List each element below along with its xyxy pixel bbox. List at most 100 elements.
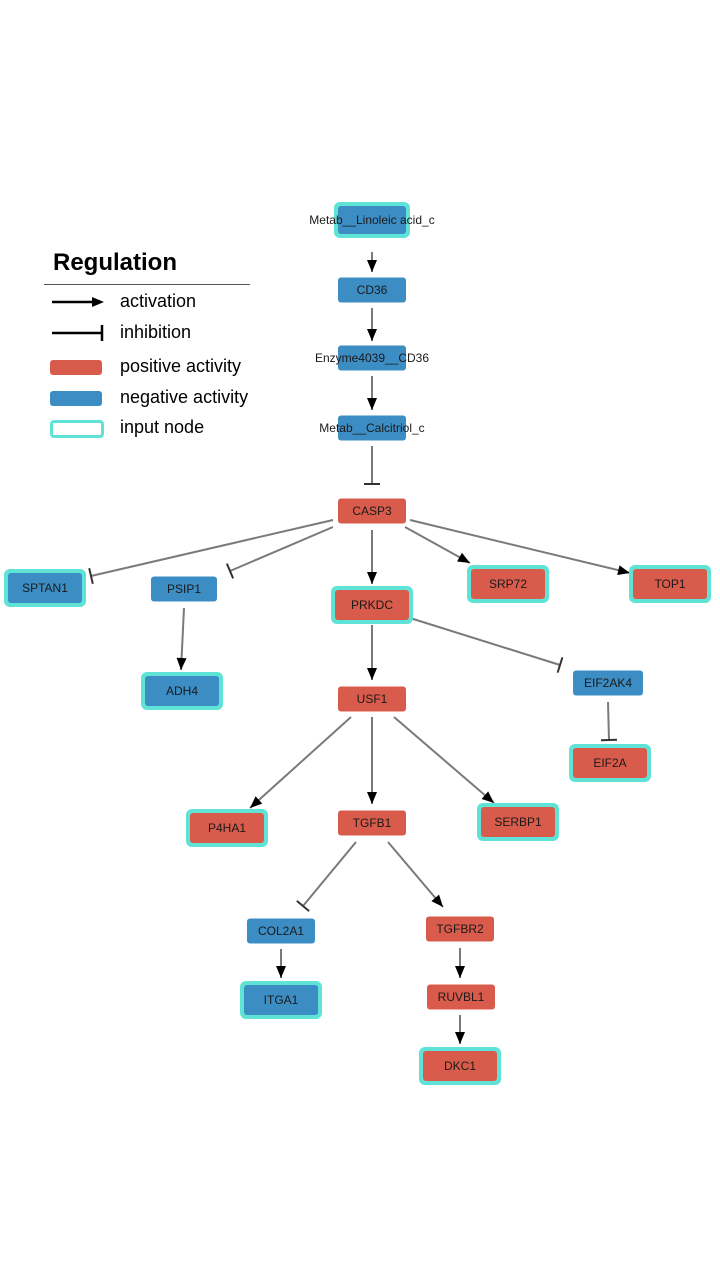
- node-srp72[interactable]: SRP72: [467, 565, 549, 603]
- node-top1[interactable]: TOP1: [629, 565, 711, 603]
- activation-arrowhead-icon: [276, 966, 286, 978]
- node-itga1[interactable]: ITGA1: [240, 981, 322, 1019]
- edge-usf1-serbp1-activation: [393, 716, 495, 804]
- edge-tgfb1-tgfbr2-activation: [387, 841, 444, 908]
- edge-prkdc-usf1-activation: [367, 625, 377, 680]
- edge-usf1-p4ha1-activation: [249, 716, 352, 809]
- node-label: DKC1: [444, 1059, 476, 1073]
- inhibition-bar-icon: [296, 900, 310, 912]
- edge-enzyme-calcitriol-activation: [367, 376, 377, 410]
- activation-arrowhead-icon: [455, 1032, 465, 1044]
- node-cd36[interactable]: CD36: [338, 277, 406, 303]
- node-box: [573, 748, 647, 778]
- node-label: SPTAN1: [22, 581, 68, 595]
- edge-line: [409, 519, 631, 574]
- node-box: [338, 277, 406, 303]
- edge-casp3-srp72-activation: [404, 526, 471, 564]
- node-prkdc[interactable]: PRKDC: [331, 586, 413, 624]
- edge-casp3-top1-activation: [409, 519, 631, 576]
- node-box: [427, 984, 495, 1010]
- node-box: [338, 686, 406, 712]
- edge-psip1-adh4-activation: [176, 607, 187, 671]
- node-adh4[interactable]: ADH4: [141, 672, 223, 710]
- edge-line: [90, 519, 334, 577]
- edge-line: [607, 701, 610, 741]
- node-eif2ak4[interactable]: EIF2AK4: [573, 670, 643, 696]
- activation-arrowhead-icon: [431, 894, 443, 907]
- inhibition-bar-icon: [88, 567, 94, 585]
- edge-casp3-prkdc-activation: [367, 530, 377, 584]
- node-box: [335, 590, 409, 620]
- inhibition-bar-icon: [225, 563, 235, 579]
- node-p4ha1[interactable]: P4HA1: [186, 809, 268, 847]
- node-label: Enzyme4039__CD36: [315, 351, 429, 365]
- activation-arrowhead-icon: [481, 791, 494, 803]
- activation-arrowhead-icon: [367, 329, 377, 341]
- node-col2a1[interactable]: COL2A1: [247, 918, 315, 944]
- node-box: [338, 810, 406, 836]
- node-box: [338, 415, 406, 441]
- node-linoleic[interactable]: Metab__Linoleic acid_c: [309, 202, 435, 238]
- node-psip1[interactable]: PSIP1: [151, 576, 217, 602]
- edge-eif2ak4-eif2a-inhibition: [600, 701, 618, 742]
- edge-line: [409, 617, 561, 666]
- edge-casp3-psip1-inhibition: [225, 526, 334, 579]
- node-label: TGFBR2: [436, 922, 484, 936]
- node-dkc1[interactable]: DKC1: [419, 1047, 501, 1085]
- node-label: SRP72: [489, 577, 527, 591]
- edge-ruvbl1-dkc1-activation: [455, 1015, 465, 1044]
- node-eif2a[interactable]: EIF2A: [569, 744, 651, 782]
- edge-usf1-tgfb1-activation: [367, 717, 377, 804]
- node-label: RUVBL1: [438, 990, 485, 1004]
- node-label: PRKDC: [351, 598, 393, 612]
- activation-arrowhead-icon: [367, 398, 377, 410]
- node-tgfb1[interactable]: TGFB1: [338, 810, 406, 836]
- node-casp3[interactable]: CASP3: [338, 498, 406, 524]
- edge-line: [249, 716, 352, 809]
- edge-cd36-enzyme-activation: [367, 308, 377, 341]
- node-box: [247, 918, 315, 944]
- node-serbp1[interactable]: SERBP1: [477, 803, 559, 841]
- node-label: Metab__Linoleic acid_c: [309, 213, 434, 227]
- node-label: SERBP1: [494, 815, 542, 829]
- node-usf1[interactable]: USF1: [338, 686, 406, 712]
- node-box: [8, 573, 82, 603]
- activation-arrowhead-icon: [617, 565, 630, 576]
- node-label: COL2A1: [258, 924, 304, 938]
- node-label: PSIP1: [167, 582, 201, 596]
- node-enzyme[interactable]: Enzyme4039__CD36: [315, 345, 429, 371]
- node-box: [423, 1051, 497, 1081]
- node-box: [338, 345, 406, 371]
- edge-line: [404, 526, 471, 564]
- activation-arrowhead-icon: [457, 552, 470, 563]
- edge-casp3-sptan1-inhibition: [88, 519, 334, 585]
- node-box: [426, 916, 494, 942]
- activation-arrowhead-icon: [367, 668, 377, 680]
- node-label: Metab__Calcitriol_c: [319, 421, 424, 435]
- node-calcitriol[interactable]: Metab__Calcitriol_c: [319, 415, 425, 441]
- node-ruvbl1[interactable]: RUVBL1: [427, 984, 495, 1010]
- node-box: [471, 569, 545, 599]
- activation-arrowhead-icon: [367, 260, 377, 272]
- node-box: [244, 985, 318, 1015]
- node-label: EIF2A: [593, 756, 626, 770]
- node-sptan1[interactable]: SPTAN1: [4, 569, 86, 607]
- activation-arrowhead-icon: [367, 572, 377, 584]
- edge-prkdc-eif2ak4-inhibition: [409, 617, 564, 673]
- activation-arrowhead-icon: [176, 657, 187, 670]
- edge-line: [302, 841, 357, 907]
- edge-tgfb1-col2a1-inhibition: [296, 841, 357, 912]
- node-label: USF1: [357, 692, 388, 706]
- edge-linoleic-cd36-activation: [367, 252, 377, 272]
- edge-line: [393, 716, 495, 804]
- edge-calcitriol-casp3-inhibition: [364, 446, 380, 485]
- edge-col2a1-itga1-activation: [276, 949, 286, 978]
- node-label: P4HA1: [208, 821, 246, 835]
- node-label: EIF2AK4: [584, 676, 632, 690]
- node-label: TGFB1: [353, 816, 392, 830]
- node-label: ADH4: [166, 684, 198, 698]
- node-box: [573, 670, 643, 696]
- node-tgfbr2[interactable]: TGFBR2: [426, 916, 494, 942]
- activation-arrowhead-icon: [250, 796, 263, 808]
